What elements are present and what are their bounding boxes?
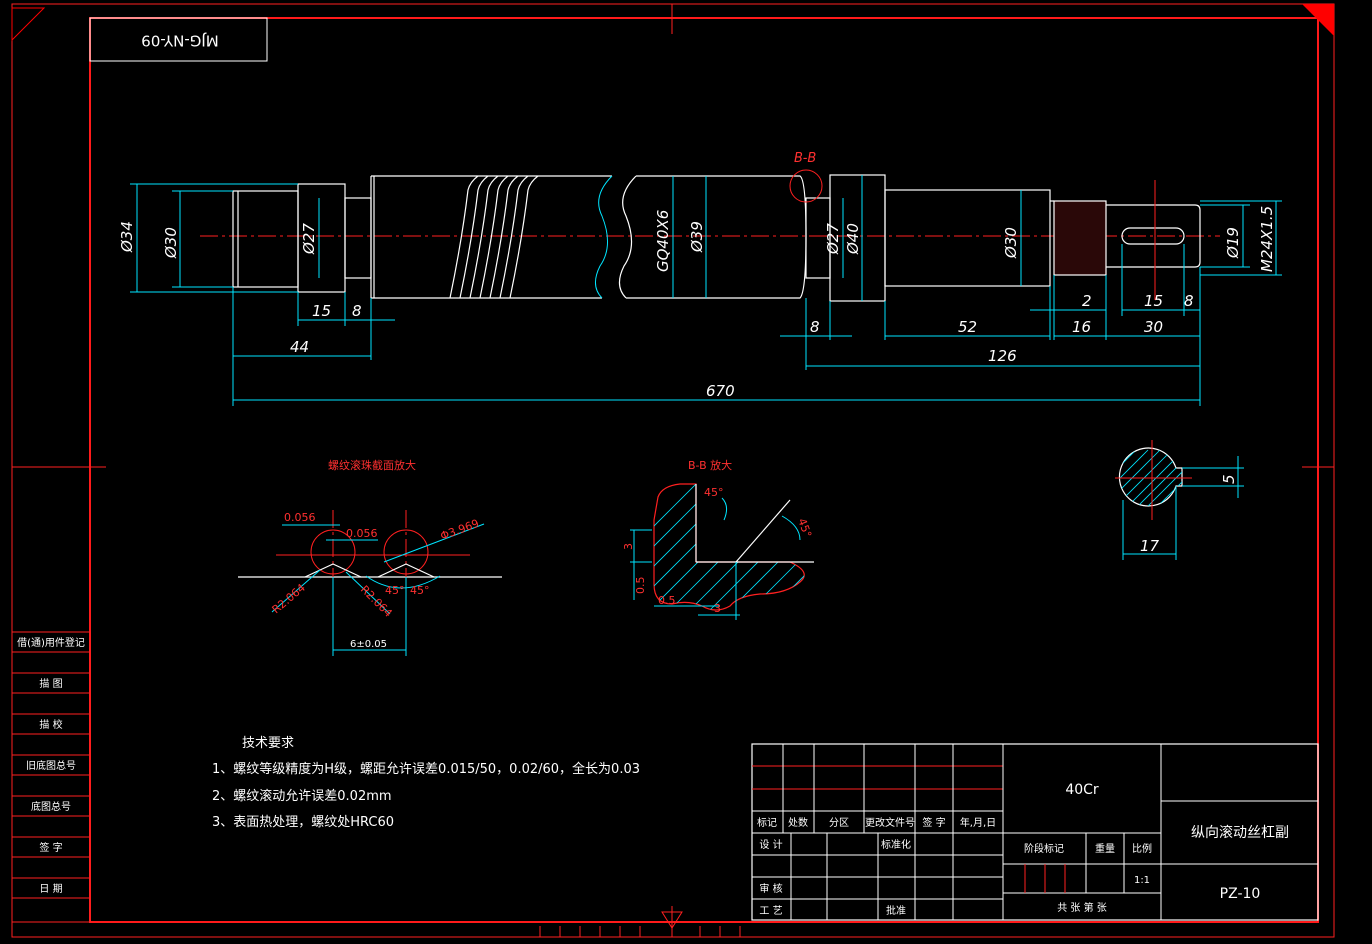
tb-drawing-no: PZ-10	[1220, 886, 1261, 902]
title-block: 标记 处数 分区 更改文件号 签 字 年,月,日 设 计 标准化 审 核 工 艺…	[751, 743, 1319, 921]
dim-d40: Ø40	[844, 223, 862, 255]
dim-d27-right: Ø27	[824, 223, 842, 255]
tb-material: 40Cr	[1065, 782, 1099, 798]
dim-l15a: 15	[312, 302, 331, 320]
dim-l8c: 8	[1184, 292, 1194, 310]
side-label-4: 旧底图总号	[26, 759, 76, 772]
dim-d19: Ø19	[1224, 227, 1242, 259]
bb-detail-title: B-B 放大	[688, 458, 732, 472]
tb-stage-mark: 阶段标记	[1024, 842, 1064, 855]
side-label-5: 底图总号	[31, 800, 71, 813]
dim-l52: 52	[958, 318, 977, 336]
dim-d34: Ø34	[118, 221, 136, 253]
dim-m24: M24X1.5	[1258, 206, 1276, 272]
tb-part-name: 纵向滚动丝杠副	[1191, 824, 1289, 841]
bb-v3: 3	[622, 543, 635, 550]
side-label-2: 描 图	[39, 677, 62, 690]
note-item-1: 1、螺纹等级精度为H级，螺距允许误差0.015/50，0.02/60，全长为0.…	[212, 761, 640, 777]
drawing-code: MJG-NY-09	[141, 32, 219, 50]
tb-design: 设 计	[759, 838, 782, 851]
dim-d27-left: Ø27	[300, 223, 318, 255]
tb-header-3: 分区	[829, 817, 849, 829]
bb-a2: 45°	[795, 517, 814, 540]
tb-standardize: 标准化	[881, 838, 911, 851]
dim-l15b: 15	[1144, 292, 1163, 310]
side-label-block: 借(通)用件登记 描 图 描 校 旧底图总号 底图总号 签 字 日 期	[11, 631, 91, 923]
thread-dia: Φ3.969	[439, 517, 481, 543]
bottom-ticks	[539, 926, 741, 937]
note-item-2: 2、螺纹滚动允许误差0.02mm	[212, 788, 392, 804]
thread-r1: R2.064	[270, 581, 308, 616]
thread-d2: 0.056	[346, 527, 378, 540]
key-section: 5 17	[1115, 440, 1244, 560]
dim-d30-right: Ø30	[1002, 227, 1020, 259]
dim-l670: 670	[706, 382, 735, 400]
tb-sheets: 共 张 第 张	[1057, 901, 1107, 914]
dim-l8a: 8	[352, 302, 362, 320]
shaft-main-view: B-B	[200, 151, 1220, 302]
side-label-3: 描 校	[39, 718, 62, 731]
bb-v05b: 0.5	[658, 594, 676, 607]
dim-l8b: 8	[810, 318, 820, 336]
side-label-6: 签 字	[39, 841, 62, 854]
bb-a1: 45°	[704, 486, 724, 499]
tb-scale-label: 比例	[1132, 842, 1152, 855]
technical-notes: 技术要求 1、螺纹等级精度为H级，螺距允许误差0.015/50，0.02/60，…	[212, 736, 640, 830]
tb-approve: 批准	[886, 904, 906, 917]
dim-thread-spec: GQ40X6	[654, 210, 672, 272]
thread-detail-title: 螺纹滚珠截面放大	[328, 458, 416, 472]
sheet-border	[11, 3, 1335, 938]
bb-v3b: 3	[714, 602, 721, 615]
dim-d39: Ø39	[688, 221, 706, 253]
thread-d1: 0.056	[284, 511, 316, 524]
bb-label: B-B	[794, 151, 816, 166]
dim-l44: 44	[290, 338, 309, 356]
tb-process: 工 艺	[759, 905, 782, 917]
thread-grooves	[449, 175, 539, 299]
bb-v05a: 0.5	[634, 577, 647, 595]
dim-l30: 30	[1144, 318, 1163, 336]
tb-header-6: 年,月,日	[960, 816, 996, 829]
dim-l2: 2	[1082, 292, 1092, 310]
thread-profile-detail: 螺纹滚珠截面放大 6±0.05 0.056 0.056 Φ3.969 R2.06…	[238, 458, 502, 656]
thread-a2: 45°	[410, 584, 430, 597]
notes-heading: 技术要求	[242, 736, 294, 751]
dim-l126: 126	[988, 347, 1017, 365]
tb-header-2: 处数	[788, 816, 808, 829]
dim-l16: 16	[1072, 318, 1091, 336]
dimensions-main: Ø34 Ø30 Ø27 GQ40X6 Ø39 Ø27 Ø40 Ø30 Ø19 M…	[118, 175, 1282, 406]
key-d17: 17	[1140, 537, 1160, 555]
thread-a1: 45°	[385, 584, 405, 597]
key-d5: 5	[1220, 474, 1238, 484]
tb-header-4: 更改文件号	[865, 816, 915, 829]
tb-header-1: 标记	[757, 817, 777, 829]
tb-header-5: 签 字	[922, 816, 945, 829]
note-item-3: 3、表面热处理，螺纹处HRC60	[212, 815, 394, 830]
dim-d30-left: Ø30	[162, 227, 180, 259]
tb-weight: 重量	[1095, 842, 1115, 855]
drawing-code-box: MJG-NY-09	[89, 17, 268, 62]
side-label-7: 日 期	[39, 883, 62, 895]
bb-detail: B-B 放大 45° 45° 3	[622, 458, 814, 620]
side-label-1: 借(通)用件登记	[17, 636, 85, 649]
thread-pitch: 6±0.05	[350, 639, 387, 650]
tb-scale: 1:1	[1134, 875, 1150, 886]
tb-review: 审 核	[759, 882, 782, 895]
